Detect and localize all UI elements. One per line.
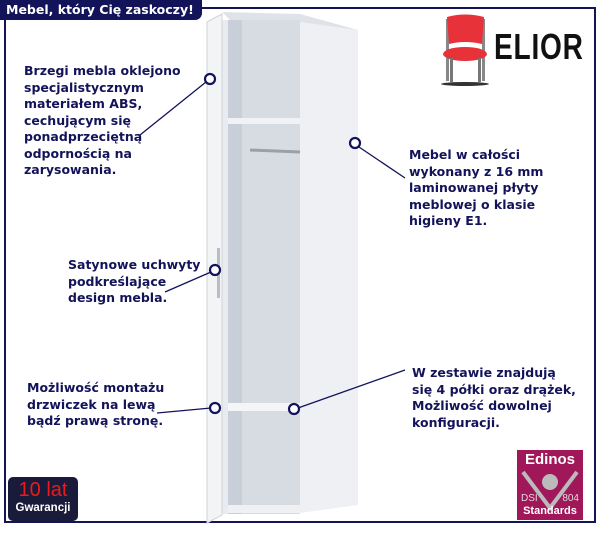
warranty-years: 10 lat [18, 479, 68, 501]
callout-shelves: W zestawie znajdują się 4 półki oraz drą… [412, 365, 576, 430]
callout-edges: Brzegi mebla oklejono specjalistycznym m… [24, 63, 181, 177]
cabinet-bottom [226, 505, 300, 513]
cert-left: DSI [521, 493, 538, 504]
warranty-badge: 10 lat Gwarancji [8, 477, 78, 521]
content-frame [4, 7, 596, 523]
callout-line-edges [139, 81, 207, 136]
cert-check-icon [521, 470, 579, 512]
callout-line-shelves [297, 369, 406, 409]
cert-standards: Standards [523, 505, 577, 517]
brand-logo: ELIOR [494, 26, 584, 67]
callout-dot-door [208, 401, 222, 415]
callout-line-door [156, 407, 212, 414]
callout-dot-edges [203, 72, 217, 86]
cabinet-side-panel [300, 18, 358, 513]
callout-lines [139, 81, 406, 414]
shelf-lower [226, 403, 300, 411]
hanging-rail [249, 148, 301, 154]
certification-badge: Edinos DSI 804 Standards [517, 450, 583, 520]
callout-material: Mebel w całości wykonany z 16 mm laminow… [409, 147, 544, 228]
callout-dot-material [348, 136, 362, 150]
page-title: Mebel, który Cię zaskoczy! [0, 0, 202, 20]
cabinet-front-edge [222, 20, 228, 514]
interior-shadow [226, 20, 242, 514]
callout-handles: Satynowe uchwyty podkreślające design me… [68, 257, 201, 305]
red-chair-icon [441, 14, 489, 86]
callout-dot-shelves [287, 402, 301, 416]
callout-dot-handles [208, 263, 222, 277]
cert-name: Edinos [524, 451, 575, 468]
warranty-label: Gwarancji [15, 502, 71, 514]
callout-line-material [358, 146, 406, 179]
callout-door: Możliwość montażu drzwiczek na lewą bądź… [27, 380, 165, 428]
cert-right: 804 [562, 493, 579, 504]
callout-line-handles [164, 271, 212, 293]
shelf-upper [226, 118, 300, 124]
